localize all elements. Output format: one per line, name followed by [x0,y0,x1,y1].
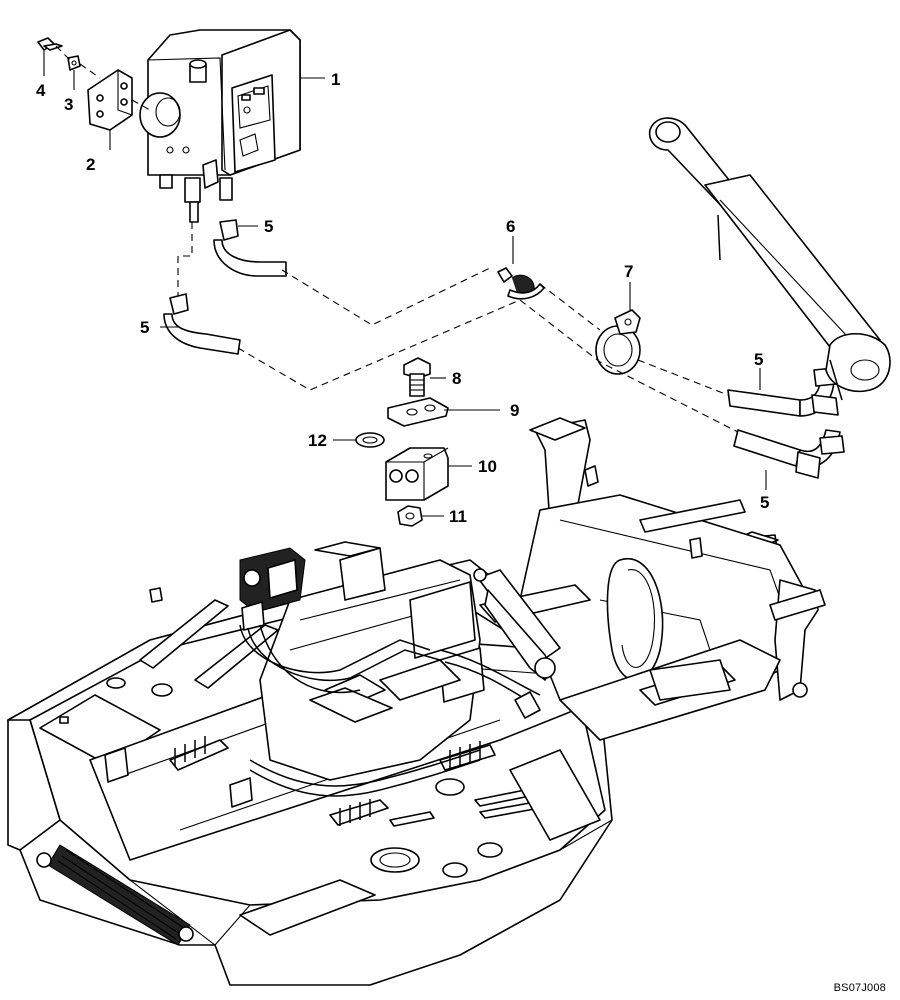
callout-12: 12 [308,431,327,450]
hose-right-lower [733,429,845,479]
lock-nut [67,55,81,71]
callout-5d: 5 [760,493,769,512]
mounting-bracket [87,69,133,131]
callout-4: 4 [36,81,46,100]
hex-bolt [37,37,63,51]
callout-2: 2 [86,155,95,174]
assembly-dashed-lines [55,45,739,433]
hydraulic-cylinder [648,117,891,401]
clamp-block [385,447,449,501]
callout-11: 11 [449,507,467,526]
callout-1: 1 [331,70,340,89]
hose-lower [163,293,241,355]
callout-5c: 5 [754,350,763,369]
callout-7: 7 [624,262,633,281]
hex-nut [397,505,423,527]
callout-5b: 5 [140,318,149,337]
hose-right-upper [727,367,839,417]
callout-labels: 1 2 3 4 5 5 5 5 6 7 8 9 10 11 12 [36,70,769,526]
hose-upper [213,219,287,277]
hose-clip-spring [497,267,545,300]
installed-valve-assembly [239,547,541,706]
callout-8: 8 [452,369,461,388]
control-valve-box [139,29,301,223]
washer [355,432,385,448]
machine-frame [7,417,826,986]
leader-lines [43,50,767,517]
clamp-bolt [403,357,431,397]
hose-clamp [595,309,641,375]
drawing-code: BS07J008 [833,982,886,994]
installed-hydraulic-cylinder [473,568,561,719]
callout-9: 9 [510,401,519,420]
callout-10: 10 [478,457,497,476]
callout-3: 3 [64,95,73,114]
callout-6: 6 [506,217,515,236]
callout-5a: 5 [264,217,273,236]
clamp-cover-plate [387,397,449,427]
